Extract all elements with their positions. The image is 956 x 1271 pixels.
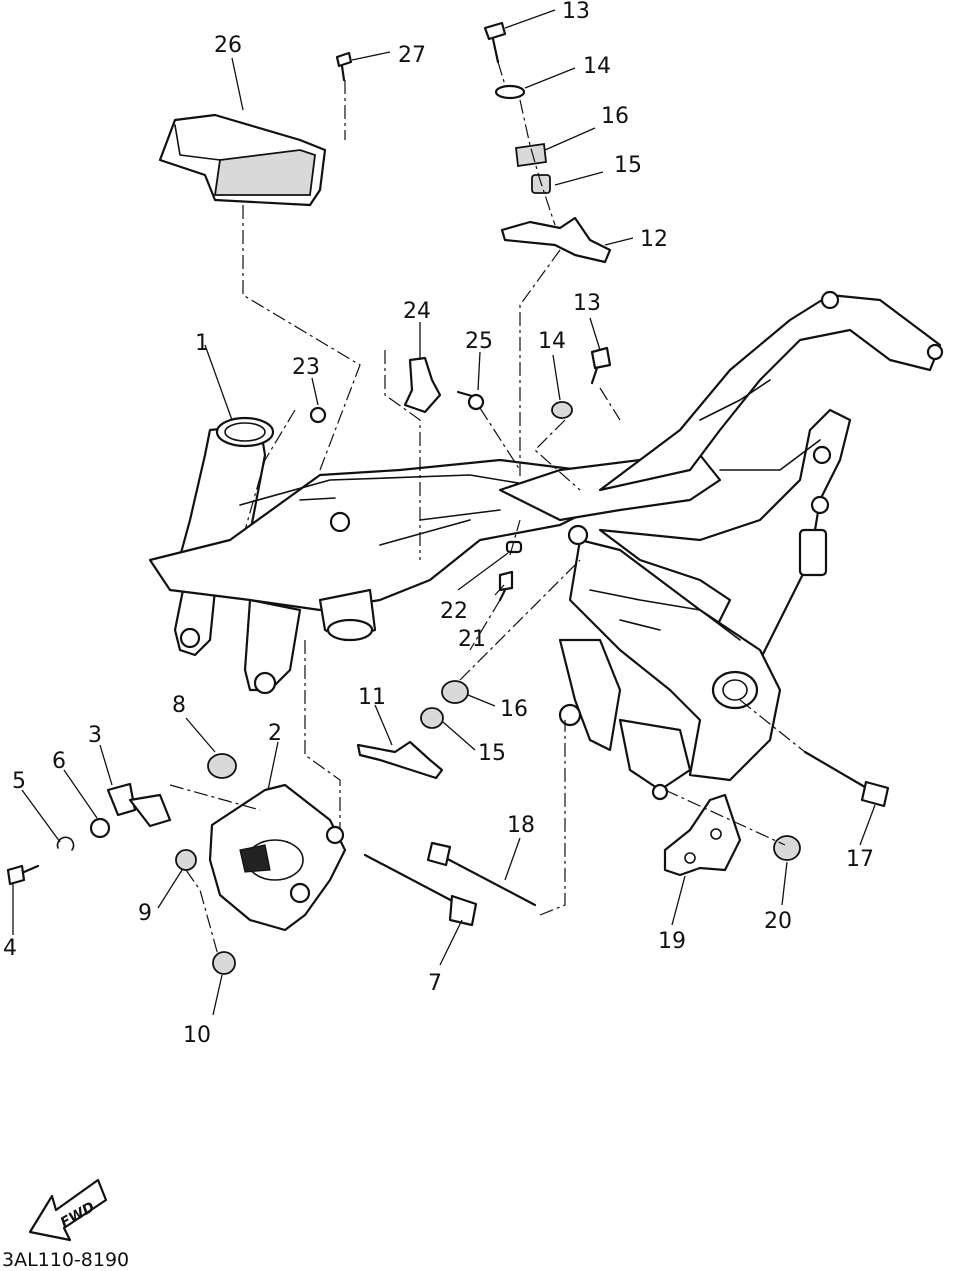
part-22-clip [505,540,523,554]
leader-lines [12,9,876,1016]
callout-13-top: 13 [562,0,590,24]
part-17-bolt [803,750,872,792]
callout-1: 1 [195,331,209,356]
parts-group [6,21,890,975]
callout-9: 9 [138,901,152,926]
part-13-bolt-mid [590,346,612,385]
main-frame [148,290,944,801]
part-5-circlip [56,836,75,851]
callout-2: 2 [268,721,282,746]
part-14-washer-top [494,84,526,100]
callout-10: 10 [183,1023,211,1048]
callout-13-mid: 13 [573,291,601,316]
part-16-collar-top [515,142,547,168]
callout-12: 12 [640,227,668,252]
callout-25: 25 [465,329,493,354]
part-6-washer [89,817,111,839]
callout-14-mid: 14 [538,329,566,354]
part-20-nut [773,835,801,861]
callout-20: 20 [764,909,792,934]
callout-27: 27 [398,43,426,68]
part-27-bolt [335,51,353,82]
callout-26: 26 [214,33,242,58]
drawing-code: 3AL110-8190 [2,1249,129,1271]
callout-21: 21 [458,627,486,652]
callout-11: 11 [358,685,386,710]
callout-18: 18 [507,813,535,838]
callout-24: 24 [403,299,431,324]
part-18-bolt [438,853,537,907]
part-15-collar-low [420,707,444,729]
assembly-lines [169,61,806,956]
callout-15-low: 15 [478,741,506,766]
part-2-engine-bracket [208,783,347,932]
callout-22: 22 [440,599,468,624]
callout-16-low: 16 [500,697,528,722]
callout-23: 23 [292,355,320,380]
part-14-washer-mid [551,401,573,419]
part-16-collar-low [441,680,469,704]
callout-16-top: 16 [601,104,629,129]
callout-15-top: 15 [614,153,642,178]
callout-labels: 1 2 3 4 5 6 7 8 9 10 11 12 13 13 14 14 1… [3,0,874,1048]
callout-19: 19 [658,929,686,954]
fwd-arrow-icon: FWD [28,1178,108,1242]
part-7-bolt [363,853,462,907]
callout-7: 7 [428,971,442,996]
part-13-bolt-top [483,21,507,64]
callout-4: 4 [3,936,17,961]
part-21-bolt [498,570,514,602]
callout-8: 8 [172,693,186,718]
part-3-clip [106,782,137,817]
callout-3: 3 [88,723,102,748]
part-24-clamp [403,356,442,414]
part-4-bolt [6,864,40,886]
part-12-bracket [500,216,612,264]
part-19-bracket [663,793,742,877]
callout-5: 5 [12,769,26,794]
callout-17: 17 [846,847,874,872]
callout-6: 6 [52,749,66,774]
part-11-bracket [356,740,444,780]
part-23-grommet [309,406,327,424]
part-8-grommet [207,753,237,779]
part-9-nut [175,849,197,871]
part-10-nut [212,951,236,975]
callout-14-top: 14 [583,54,611,79]
